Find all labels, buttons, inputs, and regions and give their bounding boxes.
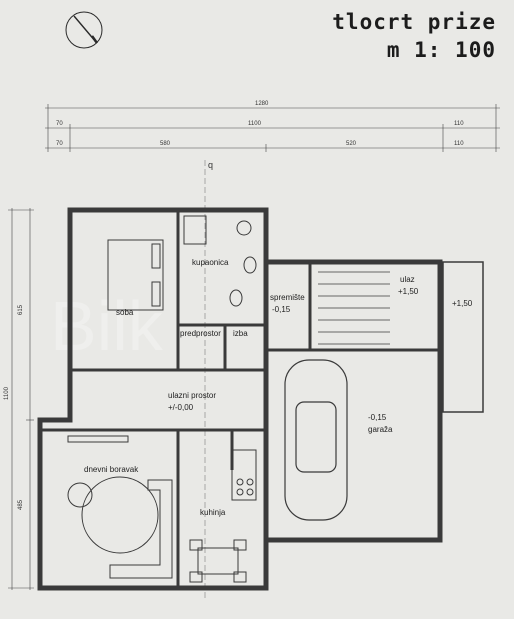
dim-vertical-a: 615 <box>18 304 24 315</box>
kitchen-furniture <box>189 449 257 583</box>
dim-row2-a: 70 <box>56 121 63 127</box>
dim-row3-c: 520 <box>346 141 357 147</box>
bathroom-fixtures <box>183 215 257 307</box>
dim-vertical-b: 1100 <box>4 386 10 400</box>
label-spremiste-level: -0,15 <box>272 305 291 314</box>
dim-row3-a: 70 <box>56 141 63 147</box>
label-kuhinja: kuhinja <box>200 508 226 517</box>
label-ulazni-level: +/-0,00 <box>168 403 194 412</box>
axis-mark: q <box>208 160 213 170</box>
dim-total: 1280 <box>255 101 269 107</box>
label-garaza: garaža <box>368 425 393 434</box>
compass-icon <box>65 11 103 49</box>
living-room-furniture <box>67 435 173 579</box>
label-dnevni-boravak: dnevni boravak <box>84 465 139 474</box>
label-predprostor: predprostor <box>180 329 221 338</box>
watermark: Bilk <box>50 287 164 365</box>
dim-vertical-c: 485 <box>18 499 24 510</box>
label-spremiste: spremište <box>270 293 305 302</box>
dimension-lines-top <box>45 104 500 152</box>
label-izba: izba <box>233 329 248 338</box>
label-kupaonica: kupaonica <box>192 258 229 267</box>
dim-row3-d: 110 <box>454 141 464 147</box>
dim-row2-c: 110 <box>454 121 464 127</box>
label-ulaz: ulaz <box>400 275 415 284</box>
car <box>284 359 348 521</box>
terrace <box>442 261 484 413</box>
dim-row2-b: 1100 <box>248 121 262 127</box>
label-terrace-level: +1,50 <box>452 299 473 308</box>
bed <box>107 239 164 311</box>
plan-title: tlocrt prize <box>332 10 496 34</box>
plan-scale: m 1: 100 <box>386 38 496 62</box>
dimension-lines-left <box>8 208 34 590</box>
label-ulazni-prostor: ulazni prostor <box>168 391 216 400</box>
label-soba: soba <box>116 308 134 317</box>
label-ulaz-level: +1,50 <box>398 287 419 296</box>
stairs <box>318 271 390 345</box>
interior-walls <box>40 210 440 588</box>
walls <box>37 207 443 591</box>
dim-row3-b: 580 <box>160 141 171 147</box>
label-garaza-level: -0,15 <box>368 413 387 422</box>
